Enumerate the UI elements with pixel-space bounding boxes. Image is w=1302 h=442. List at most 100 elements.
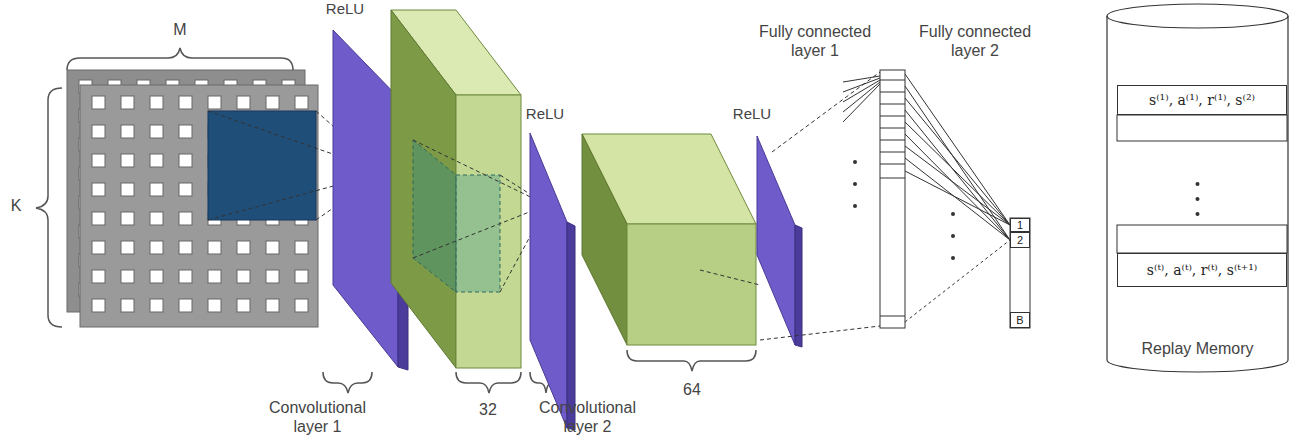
neuron-cell <box>880 80 905 81</box>
weight-line <box>905 171 1010 225</box>
grid-square <box>295 299 308 312</box>
fully-connected-column <box>880 70 905 328</box>
grid-square <box>121 183 134 196</box>
weight-line <box>905 134 1010 240</box>
projection-line <box>772 72 880 152</box>
projection-line <box>413 140 547 205</box>
weight-line <box>905 110 1010 240</box>
feature-block <box>391 10 521 368</box>
grid-square <box>208 241 221 254</box>
grid-square <box>237 96 250 109</box>
weight-line <box>905 122 1010 225</box>
neuron-cell <box>880 178 905 179</box>
fully-connected-column <box>1010 218 1030 328</box>
grid-square <box>150 241 163 254</box>
grid-square <box>150 212 163 225</box>
output-neuron: 1 <box>1010 218 1030 232</box>
grid-square <box>92 125 105 138</box>
input-grid-front <box>80 85 318 327</box>
memory-entry <box>1117 115 1287 141</box>
receptive-field <box>208 111 316 220</box>
feature-block <box>456 175 500 292</box>
relu-slab <box>530 133 567 428</box>
grid-square <box>266 241 279 254</box>
grid-square <box>121 125 134 138</box>
grid-square <box>92 241 105 254</box>
weight-line <box>843 82 880 112</box>
ellipsis-dot <box>951 256 955 260</box>
grid-square <box>237 270 250 283</box>
brace <box>323 372 372 393</box>
neuron-cell <box>880 152 905 153</box>
fully-connected-column <box>880 70 905 328</box>
dimension-label: 32 <box>468 400 508 419</box>
grid-square <box>121 212 134 225</box>
grid-square <box>208 96 221 109</box>
ellipsis-dot <box>1196 212 1200 216</box>
feature-block <box>413 140 456 292</box>
brace <box>627 350 756 371</box>
grid-square <box>295 96 308 109</box>
grid-square <box>150 154 163 167</box>
grid-square <box>92 96 105 109</box>
grid-square <box>179 154 192 167</box>
weight-line <box>843 84 880 122</box>
relu-slab <box>795 225 802 347</box>
grid-square <box>121 270 134 283</box>
projection-line <box>760 326 880 340</box>
grid-square <box>150 96 163 109</box>
neuron-cell <box>880 164 905 165</box>
grid-square <box>92 299 105 312</box>
grid-square <box>237 241 250 254</box>
grid-square <box>295 270 308 283</box>
neuron-cell <box>880 104 905 105</box>
layer-label: ReLU <box>515 105 575 123</box>
grid-square <box>179 299 192 312</box>
transition-tuple: s⁽¹⁾, a⁽¹⁾, r⁽¹⁾, s⁽²⁾ <box>1149 92 1255 108</box>
grid-square <box>121 96 134 109</box>
neuron-cell <box>880 140 905 141</box>
weight-line <box>905 146 1010 225</box>
relu-slab <box>333 30 398 367</box>
grid-square <box>121 299 134 312</box>
ellipsis-dot <box>951 234 955 238</box>
weight-line <box>843 80 880 102</box>
neuron-cell <box>880 316 905 317</box>
grid-square <box>179 270 192 283</box>
weight-line <box>905 158 1010 240</box>
grid-square <box>266 270 279 283</box>
memory-entry: s⁽¹⁾, a⁽¹⁾, r⁽¹⁾, s⁽²⁾ <box>1117 85 1287 115</box>
grid-square <box>266 96 279 109</box>
grid-square <box>150 270 163 283</box>
grid-square <box>92 270 105 283</box>
neuron-cell <box>880 128 905 129</box>
ellipsis-dot <box>853 160 857 164</box>
grid-square <box>179 183 192 196</box>
ellipsis-dot <box>853 182 857 186</box>
replay-memory-cylinder: Replay Memory s⁽¹⁾, a⁽¹⁾, r⁽¹⁾, s⁽²⁾ s⁽ᵗ⁾,… <box>1105 2 1290 374</box>
output-neuron: 2 <box>1010 232 1030 248</box>
output-neuron: B <box>1010 312 1030 328</box>
transition-tuple: s⁽ᵗ⁾, a⁽ᵗ⁾, r⁽ᵗ⁾, s⁽ᵗ⁺¹⁾ <box>1147 262 1257 278</box>
layer-label: Convolutional layer 2 <box>525 398 650 436</box>
neuron-index: 1 <box>1017 220 1023 231</box>
relu-slab <box>567 222 575 430</box>
projection-line <box>700 72 880 340</box>
dimension-label: 64 <box>672 380 712 399</box>
relu-slab <box>757 136 795 345</box>
memory-title: Replay Memory <box>1105 340 1290 358</box>
grid-square <box>150 125 163 138</box>
brace <box>36 88 62 327</box>
weight-line <box>905 98 1010 225</box>
weight-line <box>843 76 880 82</box>
neuron-index: 2 <box>1017 235 1023 246</box>
cylinder-body <box>1107 4 1288 372</box>
grid-square <box>295 241 308 254</box>
weight-line <box>905 240 1010 322</box>
weight-line <box>905 86 1010 240</box>
grid-square <box>121 241 134 254</box>
cylinder-rim <box>1107 16 1288 28</box>
receptive-field <box>208 111 316 220</box>
grid-square <box>150 183 163 196</box>
feature-block <box>627 224 756 345</box>
